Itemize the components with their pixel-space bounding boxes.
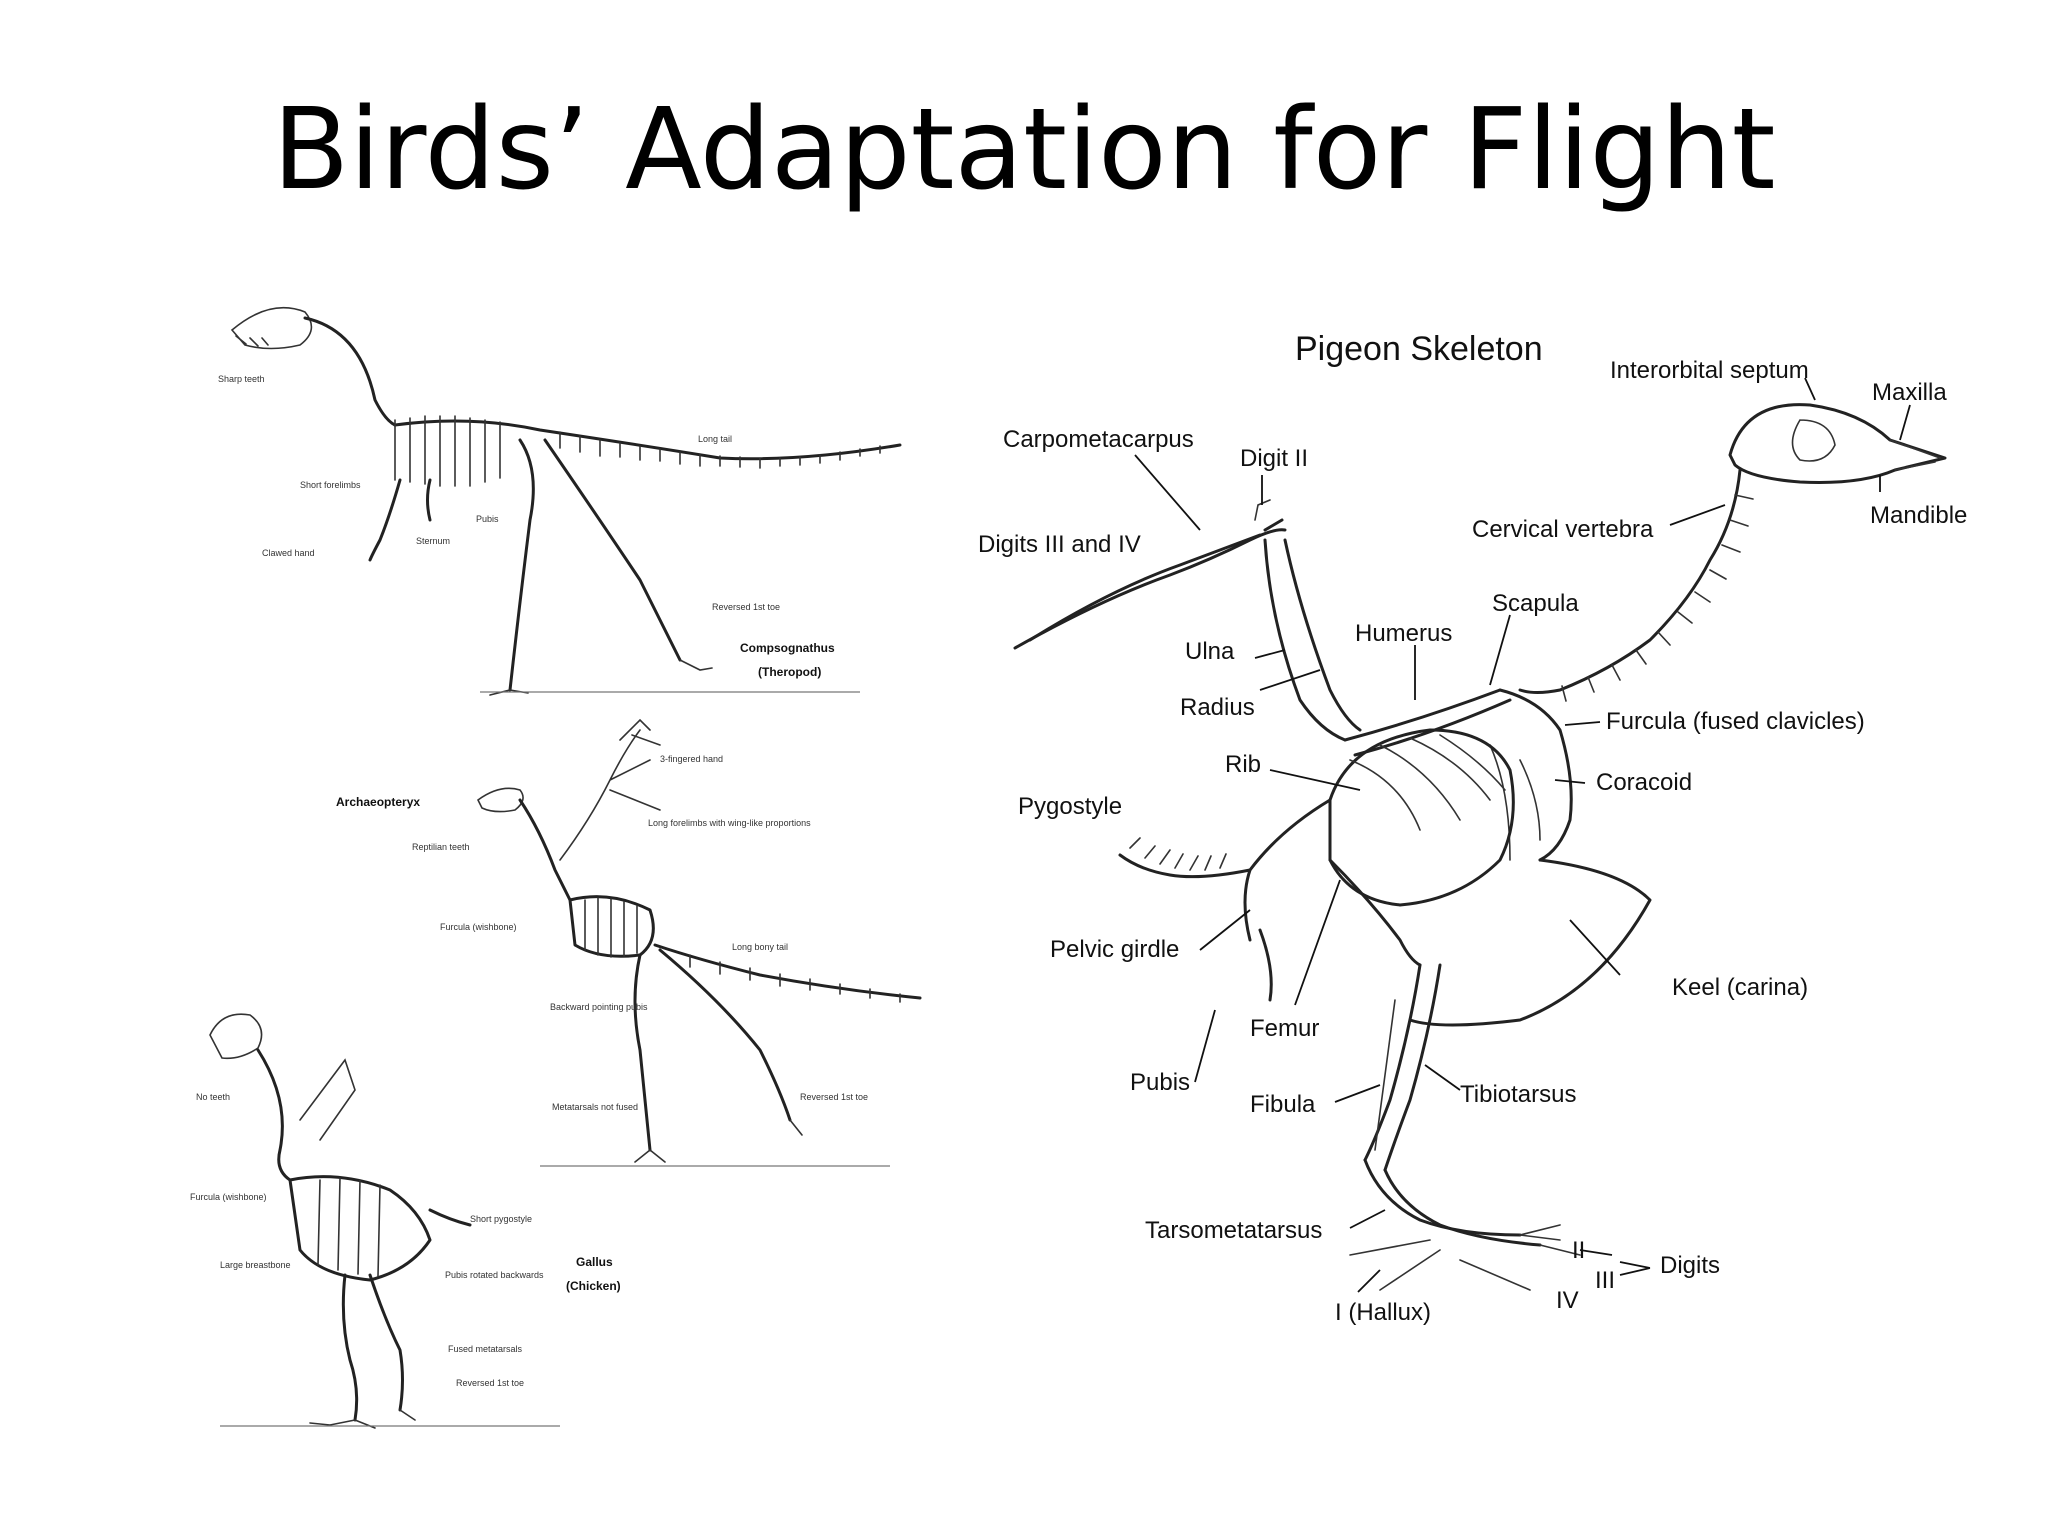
label-rib: Rib	[1225, 751, 1261, 778]
label-digits-iii-iv: Digits III and IV	[978, 531, 1141, 558]
label-digit-3: III	[1595, 1267, 1615, 1294]
gallus-name: Gallus	[576, 1255, 613, 1269]
label-mandible: Mandible	[1870, 502, 1967, 529]
label-hallux: I (Hallux)	[1335, 1299, 1431, 1326]
pigeon-title: Pigeon Skeleton	[1295, 330, 1543, 368]
label-pygostyle: Pygostyle	[1018, 793, 1122, 820]
label-digit-ii: Digit II	[1240, 445, 1308, 472]
archaeopteryx-name: Archaeopteryx	[336, 795, 420, 809]
pigeon-leader-lines	[1134, 377, 1911, 1293]
label-metatarsals-not-fused: Metatarsals not fused	[552, 1102, 638, 1112]
label-reversed-toe-archaeopteryx: Reversed 1st toe	[800, 1092, 868, 1102]
pigeon-labels: Interorbital septum Maxilla Mandible Car…	[978, 357, 1967, 1326]
label-fused-metatarsals: Fused metatarsals	[448, 1344, 523, 1354]
label-scapula: Scapula	[1492, 590, 1579, 617]
label-pelvic-girdle: Pelvic girdle	[1050, 936, 1179, 963]
label-reptilian-teeth: Reptilian teeth	[412, 842, 470, 852]
gallus-labels: No teeth Furcula (wishbone) Large breast…	[190, 1092, 621, 1388]
label-carpometacarpus: Carpometacarpus	[1003, 426, 1194, 453]
label-clawed-hand: Clawed hand	[262, 548, 315, 558]
slide-title: Birds’ Adaptation for Flight	[272, 85, 1776, 215]
label-digit-4: IV	[1556, 1287, 1579, 1314]
label-no-teeth: No teeth	[196, 1092, 230, 1102]
theropod-labels: Sharp teeth Short forelimbs Clawed hand …	[218, 374, 835, 679]
label-radius: Radius	[1180, 694, 1255, 721]
label-tarsometatarsus: Tarsometatarsus	[1145, 1217, 1322, 1244]
label-long-forelimbs: Long forelimbs with wing-like proportion…	[648, 818, 811, 828]
label-pubis: Pubis	[476, 514, 499, 524]
label-large-breastbone: Large breastbone	[220, 1260, 291, 1270]
pigeon-skeleton-drawing	[1013, 403, 1947, 1291]
label-fibula: Fibula	[1250, 1091, 1316, 1118]
label-reversed-toe-gallus: Reversed 1st toe	[456, 1378, 524, 1388]
label-sharp-teeth: Sharp teeth	[218, 374, 265, 384]
label-interorbital-septum: Interorbital septum	[1610, 357, 1809, 384]
label-humerus: Humerus	[1355, 620, 1452, 647]
label-reversed-toe: Reversed 1st toe	[712, 602, 780, 612]
label-backward-pubis: Backward pointing pubis	[550, 1002, 648, 1012]
label-long-tail: Long tail	[698, 434, 732, 444]
archaeopteryx-skeleton-drawing	[476, 718, 922, 1167]
label-sternum: Sternum	[416, 536, 450, 546]
gallus-subname: (Chicken)	[566, 1279, 621, 1293]
theropod-subname: (Theropod)	[758, 665, 821, 679]
label-pubis-rotated: Pubis rotated backwards	[445, 1270, 544, 1280]
label-pubis-pigeon: Pubis	[1130, 1069, 1190, 1096]
label-furcula: Furcula (fused clavicles)	[1606, 708, 1865, 735]
label-digit-2: II	[1572, 1237, 1585, 1264]
label-short-pygostyle: Short pygostyle	[470, 1214, 532, 1224]
label-coracoid: Coracoid	[1596, 769, 1692, 796]
label-furcula-gallus: Furcula (wishbone)	[190, 1192, 267, 1202]
label-three-fingered-hand: 3-fingered hand	[660, 754, 723, 764]
label-tibiotarsus: Tibiotarsus	[1460, 1081, 1576, 1108]
archaeopteryx-labels: Archaeopteryx Reptilian teeth 3-fingered…	[336, 754, 868, 1112]
label-digits: Digits	[1660, 1252, 1720, 1279]
label-keel: Keel (carina)	[1672, 974, 1808, 1001]
theropod-name: Compsognathus	[740, 641, 835, 655]
label-ulna: Ulna	[1185, 638, 1235, 665]
label-furcula-archaeopteryx: Furcula (wishbone)	[440, 922, 517, 932]
label-femur: Femur	[1250, 1015, 1319, 1042]
gallus-skeleton-drawing	[209, 1013, 560, 1429]
label-cervical-vertebra: Cervical vertebra	[1472, 516, 1654, 543]
label-maxilla: Maxilla	[1872, 379, 1947, 406]
label-long-bony-tail: Long bony tail	[732, 942, 788, 952]
theropod-skeleton-drawing	[230, 306, 902, 696]
label-short-forelimbs: Short forelimbs	[300, 480, 361, 490]
